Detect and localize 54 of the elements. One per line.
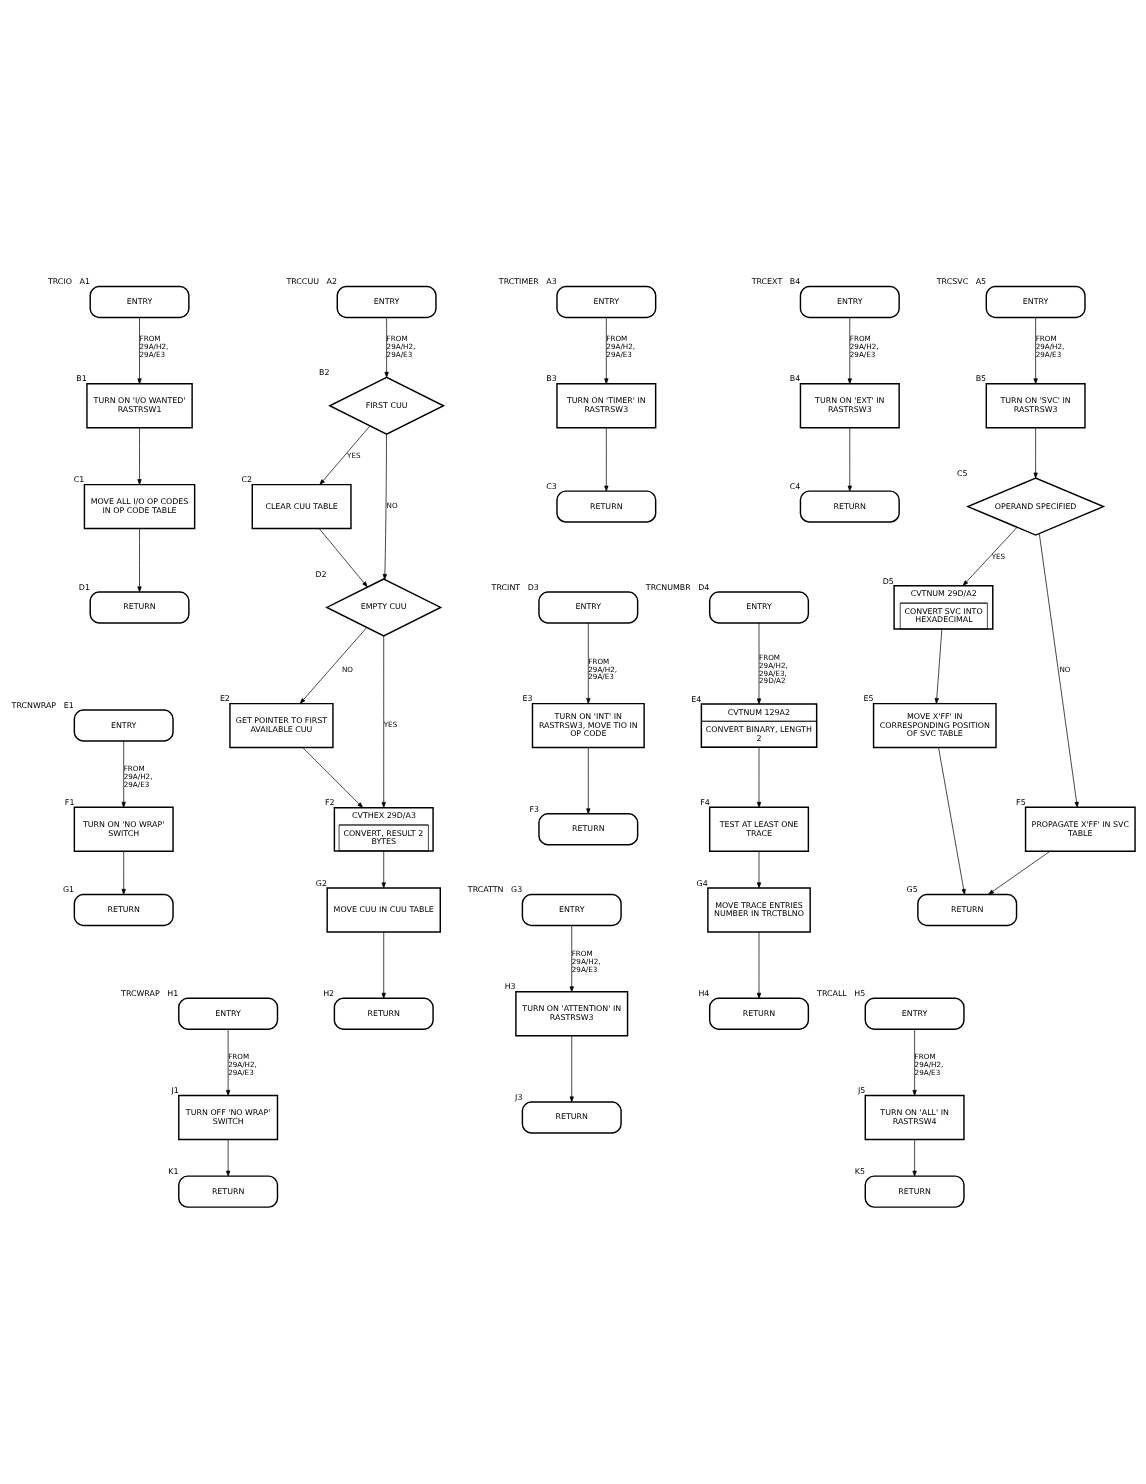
- edge-label: FROM 29A/H2, 29A/E3: [1035, 333, 1065, 359]
- edge-label: FROM 29A/H2, 29A/E3: [606, 333, 636, 359]
- arrow: [381, 931, 386, 999]
- arrow: [318, 527, 368, 587]
- arrow: [1033, 316, 1038, 384]
- arrow: [586, 746, 591, 814]
- arrow: [962, 526, 1018, 586]
- arrow: [604, 426, 609, 491]
- edge-label: FROM 29A/H2, 29A/E3: [123, 763, 153, 789]
- arrow: [121, 850, 126, 895]
- arrow: [938, 746, 966, 895]
- arrow: [226, 1028, 231, 1096]
- edge-label: FROM 29A/H2, 29A/E3: [228, 1051, 257, 1077]
- edge-label: FROM 29A/H2, 29A/E3: [849, 333, 879, 359]
- arrow: [604, 316, 609, 384]
- arrow: [384, 316, 389, 378]
- arrow: [934, 628, 943, 704]
- edge-label: YES: [383, 719, 398, 729]
- arrow: [756, 850, 762, 888]
- edge-label: FROM 29A/H2, 29A/E3: [139, 333, 169, 359]
- arrow: [847, 426, 852, 491]
- arrow: [912, 1028, 917, 1096]
- edge-label: FROM 29A/H2, 29A/E3: [588, 656, 618, 681]
- edge-label: YES: [346, 450, 361, 460]
- arrow: [382, 433, 387, 580]
- arrow: [586, 622, 591, 704]
- arrow: [381, 850, 386, 888]
- edge-label: FROM 29A/H2, 29A/E3: [914, 1051, 944, 1077]
- arrow: [226, 1138, 231, 1176]
- edge-label: NO: [1059, 664, 1071, 674]
- arrow: [569, 924, 574, 992]
- arrow: [756, 746, 762, 808]
- arrow: [137, 527, 142, 592]
- arrow: [319, 425, 371, 485]
- arrow: [756, 622, 762, 704]
- arrow: [299, 626, 367, 704]
- edge-label: FROM 29A/H2, 29A/E3: [571, 948, 601, 974]
- arrow: [302, 746, 364, 808]
- arrow: [756, 931, 762, 999]
- arrow: [1033, 426, 1038, 478]
- arrow: [137, 316, 142, 384]
- edge-label: YES: [991, 551, 1006, 561]
- arrow: [137, 426, 142, 485]
- arrow: [121, 740, 126, 808]
- arrow: [381, 635, 386, 808]
- arrow: [988, 850, 1051, 895]
- arrow: [569, 1035, 574, 1102]
- arrow: [912, 1138, 917, 1176]
- edge-label: NO: [386, 500, 398, 510]
- arrow: [1038, 532, 1079, 808]
- arrow: [847, 316, 852, 384]
- edge-label: FROM 29A/H2, 29A/E3, 29D/A2: [759, 652, 788, 685]
- edge-label: FROM 29A/H2, 29A/E3: [386, 333, 416, 359]
- edge-label: NO: [341, 664, 353, 674]
